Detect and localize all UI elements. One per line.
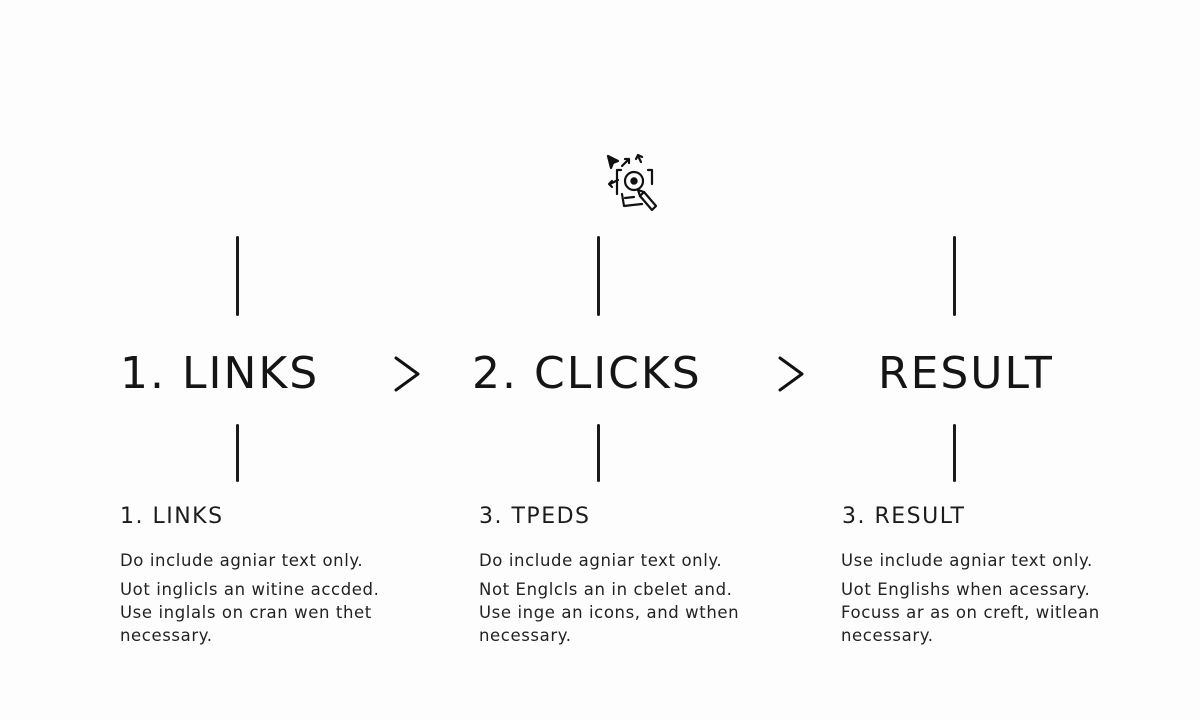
step-3-heading: RESULT bbox=[878, 348, 1054, 399]
description-line: Focuss ar as on creft, witlean bbox=[841, 603, 1100, 622]
connector-line-bottom-1 bbox=[236, 424, 239, 482]
connector-line-top-2 bbox=[597, 236, 600, 316]
step-1-subtitle: 1. LINKS bbox=[120, 504, 224, 529]
chevron-right-icon bbox=[394, 356, 420, 392]
step-2-description: Do include agniar text only. Not Englcls… bbox=[479, 549, 739, 647]
description-line: Use include agniar text only. bbox=[841, 551, 1093, 570]
cursor-target-magnifier-icon bbox=[606, 153, 658, 212]
description-line: necessary. bbox=[120, 626, 213, 645]
connector-line-bottom-2 bbox=[597, 424, 600, 482]
description-line: necessary. bbox=[841, 626, 934, 645]
description-line: Use inge an icons, and wthen bbox=[479, 603, 740, 622]
step-1-heading: 1. LINKS bbox=[120, 348, 320, 399]
connector-line-top-3 bbox=[953, 236, 956, 316]
connector-line-top-1 bbox=[236, 236, 239, 316]
description-line: Uot Englishs when acessary. bbox=[841, 580, 1091, 599]
description-line: Not Englcls an in cbelet and. bbox=[479, 580, 733, 599]
description-line: Uot inglicls an witine accded. bbox=[120, 580, 380, 599]
step-3-subtitle: 3. RESULT bbox=[842, 504, 966, 529]
connector-line-bottom-3 bbox=[953, 424, 956, 482]
step-1-description: Do include agniar text only. Uot inglicl… bbox=[120, 549, 379, 647]
step-2-heading: 2. CLICKS bbox=[472, 348, 702, 399]
description-line: Use inglals on cran wen thet bbox=[120, 603, 372, 622]
description-line: Do include agniar text only. bbox=[479, 551, 723, 570]
step-2-subtitle: 3. TPEDS bbox=[479, 504, 591, 529]
description-line: Do include agniar text only. bbox=[120, 551, 364, 570]
chevron-right-icon bbox=[778, 356, 804, 392]
step-3-description: Use include agniar text only. Uot Englis… bbox=[841, 549, 1100, 647]
description-line: necessary. bbox=[479, 626, 572, 645]
